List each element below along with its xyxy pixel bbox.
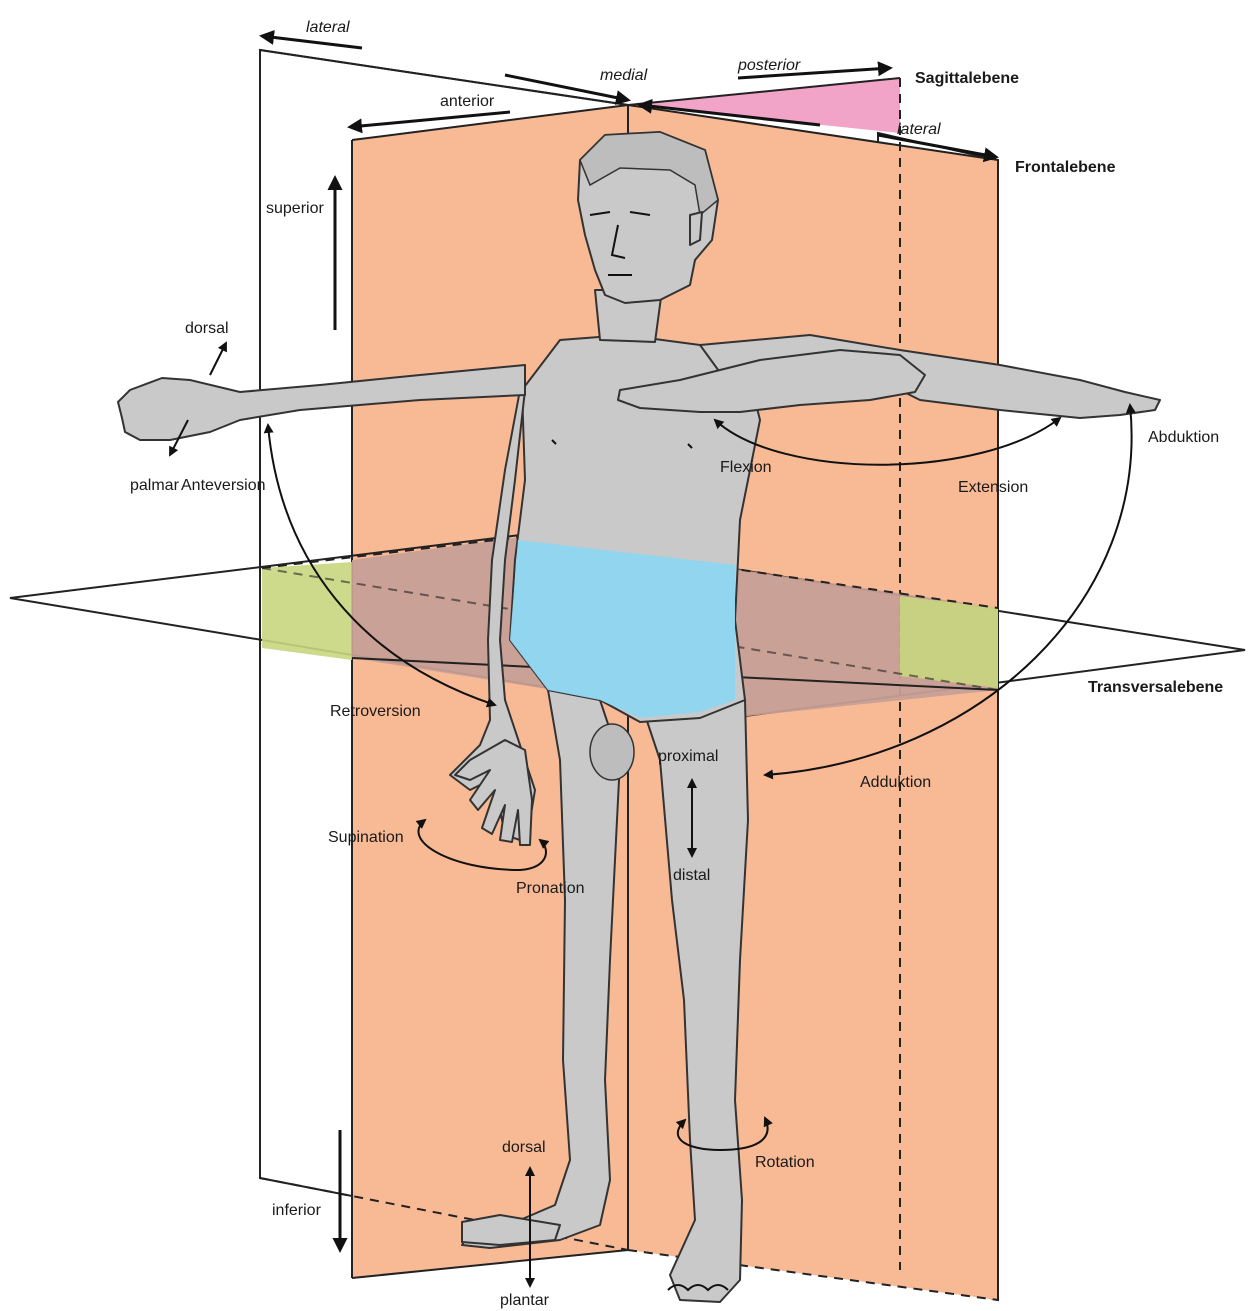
label-rotation: Rotation bbox=[755, 1154, 815, 1171]
label-retroversion: Retroversion bbox=[330, 703, 421, 720]
label-distal: distal bbox=[673, 867, 710, 884]
label-anteversion: Anteversion bbox=[181, 477, 266, 494]
label-transversalebene: Transversalebene bbox=[1088, 679, 1223, 696]
label-lateral-right: lateral bbox=[897, 121, 941, 138]
label-supination: Supination bbox=[328, 829, 404, 846]
label-abduktion: Abduktion bbox=[1148, 429, 1219, 446]
label-flexion: Flexion bbox=[720, 459, 772, 476]
label-anterior: anterior bbox=[440, 93, 495, 110]
label-extension: Extension bbox=[958, 479, 1028, 496]
label-posterior: posterior bbox=[737, 57, 801, 74]
label-sagittalebene: Sagittalebene bbox=[915, 70, 1019, 87]
label-inferior: inferior bbox=[272, 1202, 322, 1219]
label-proximal: proximal bbox=[658, 748, 718, 765]
label-palmar: palmar bbox=[130, 477, 180, 494]
transverse-overlap-sagittal-left bbox=[262, 562, 352, 660]
label-medial: medial bbox=[600, 67, 648, 84]
arrow-lateral-top bbox=[262, 36, 362, 48]
label-lateral-top: lateral bbox=[306, 19, 350, 36]
arrow-dorsal-hand bbox=[210, 343, 226, 375]
label-adduktion: Adduktion bbox=[860, 774, 931, 791]
label-dorsal-foot: dorsal bbox=[502, 1139, 546, 1156]
label-dorsal-hand: dorsal bbox=[185, 320, 229, 337]
label-frontalebene: Frontalebene bbox=[1015, 159, 1116, 176]
genitals bbox=[590, 724, 634, 780]
ear bbox=[690, 212, 702, 245]
label-plantar: plantar bbox=[500, 1292, 550, 1309]
label-superior: superior bbox=[266, 200, 324, 217]
transverse-overlap-sagittal-right bbox=[900, 596, 998, 688]
label-pronation: Pronation bbox=[516, 880, 585, 897]
